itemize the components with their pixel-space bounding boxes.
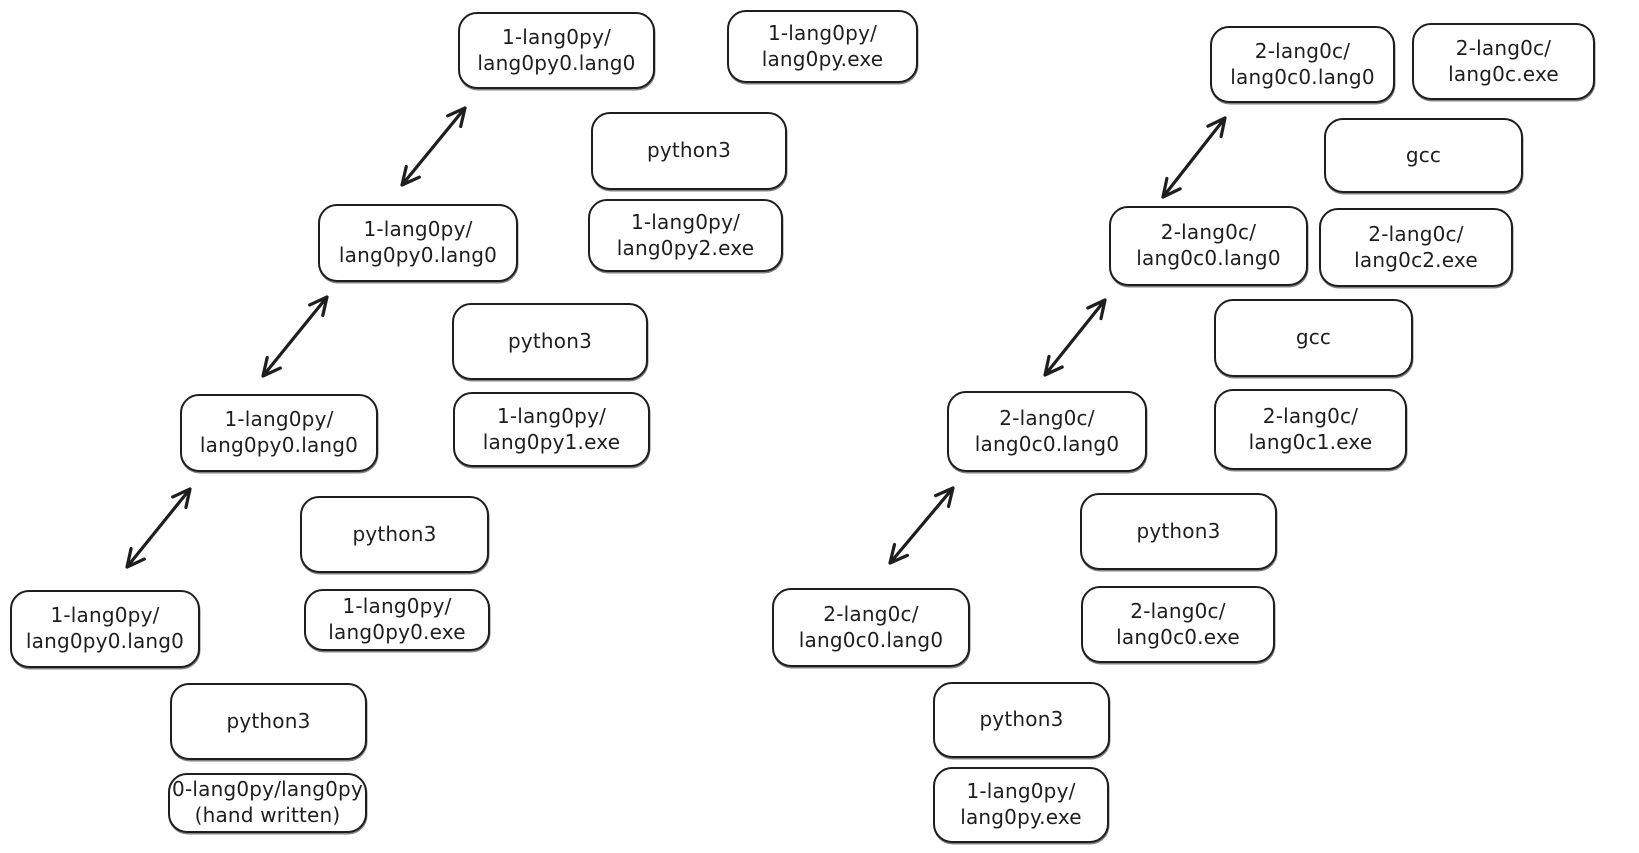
node-c-exe-1: 2-lang0c/lang0c1.exe (1214, 389, 1407, 470)
node-py-python3-1: python3 (300, 496, 489, 573)
node-label-line: 1-lang0py/ (363, 217, 473, 242)
node-label-line: lang0c2.exe (1354, 247, 1478, 272)
node-label-line: python3 (1136, 518, 1221, 543)
node-label-line: 1-lang0py/ (966, 779, 1076, 804)
node-py-exe-2: 1-lang0py/lang0py2.exe (588, 199, 783, 272)
node-label-line: lang0py1.exe (482, 429, 621, 454)
node-c-exe-0: 2-lang0c/lang0c0.exe (1081, 586, 1275, 663)
node-label-line: 1-lang0py/ (501, 24, 612, 49)
node-c-python3-1: python3 (1080, 493, 1277, 570)
node-c-python3-0: python3 (933, 682, 1110, 758)
node-label-line: 1-lang0py/ (342, 594, 452, 619)
node-label-line: lang0py.exe (960, 805, 1082, 829)
node-label-line: 1-lang0py/ (496, 403, 607, 428)
node-label-line: 2-lang0c/ (1254, 38, 1351, 63)
node-label-line: lang0py0.lang0 (338, 243, 498, 267)
node-label-line: lang0c1.exe (1248, 429, 1373, 454)
node-label-line: 1-lang0py/ (224, 407, 334, 432)
node-label-line: python3 (352, 521, 437, 546)
node-c-src-0: 2-lang0c/lang0c0.lang0 (772, 588, 970, 667)
node-label-line: 2-lang0c/ (999, 405, 1095, 430)
node-label-line: 2-lang0c/ (1160, 220, 1257, 245)
node-label-line: 2-lang0c/ (1368, 221, 1464, 246)
node-label-line: 1-lang0py/ (630, 209, 741, 234)
node-py-src-1: 1-lang0py/lang0py0.lang0 (180, 394, 378, 472)
node-c-exe-2: 2-lang0c/lang0c2.exe (1319, 208, 1513, 287)
node-label-line: python3 (646, 138, 732, 163)
node-label-line: 0-lang0py/lang0py (172, 777, 363, 802)
node-c-gcc-1: gcc (1214, 299, 1413, 377)
node-label-line: python3 (507, 328, 593, 353)
node-label-line: lang0c0.lang0 (798, 627, 944, 652)
double-arrow-c-arrow-1 (1043, 298, 1107, 377)
node-py-exe-0: 1-lang0py/lang0py0.exe (304, 589, 490, 651)
node-c-bootstrap-exe: 1-lang0py/lang0py.exe (933, 767, 1109, 843)
node-label-line: lang0py0.exe (328, 620, 466, 644)
double-arrow-py-arrow-1 (261, 295, 329, 378)
node-label-line: lang0c0.lang0 (974, 431, 1120, 456)
node-label-line: lang0py0.lang0 (199, 433, 359, 457)
node-label-line: lang0c0.lang0 (1136, 246, 1281, 270)
node-py-python3-2: python3 (452, 303, 648, 380)
node-label-line: 2-lang0c/ (1455, 35, 1552, 60)
node-label-line: lang0c0.exe (1116, 624, 1240, 649)
node-c-exe-final: 2-lang0c/lang0c.exe (1412, 23, 1595, 100)
node-label-line: lang0py2.exe (616, 235, 755, 260)
node-c-src-2: 2-lang0c/lang0c0.lang0 (1109, 206, 1308, 286)
node-label-line: (hand written) (194, 803, 341, 827)
node-label-line: 2-lang0c/ (1130, 598, 1226, 623)
node-py-src-0: 1-lang0py/lang0py0.lang0 (10, 590, 200, 668)
node-label-line: python3 (226, 708, 311, 733)
double-arrow-py-arrow-0 (125, 487, 192, 569)
node-label-line: lang0py.exe (761, 46, 884, 71)
node-py-hand-written: 0-lang0py/lang0py(hand written) (168, 773, 367, 833)
node-label-line: lang0py0.lang0 (25, 629, 185, 653)
node-c-src-3: 2-lang0c/lang0c0.lang0 (1210, 26, 1395, 103)
node-py-src-2: 1-lang0py/lang0py0.lang0 (318, 204, 518, 282)
double-arrow-c-arrow-2 (1161, 116, 1227, 199)
node-label-line: 2-lang0c/ (823, 601, 919, 626)
double-arrow-c-arrow-0 (888, 486, 955, 565)
node-py-src-3: 1-lang0py/lang0py0.lang0 (458, 12, 655, 89)
node-label-line: gcc (1405, 142, 1442, 167)
node-py-python3-3: python3 (591, 112, 787, 190)
node-c-src-1: 2-lang0c/lang0c0.lang0 (947, 391, 1147, 472)
node-label-line: lang0c.exe (1448, 61, 1559, 86)
node-py-exe-final: 1-lang0py/lang0py.exe (727, 10, 918, 83)
node-py-python3-0: python3 (170, 683, 367, 760)
node-label-line: 2-lang0c/ (1262, 403, 1359, 428)
node-label-line: gcc (1295, 325, 1332, 350)
node-c-gcc-2: gcc (1324, 118, 1523, 193)
node-label-line: lang0py0.lang0 (477, 50, 636, 75)
node-label-line: 1-lang0py/ (767, 20, 878, 45)
node-py-exe-1: 1-lang0py/lang0py1.exe (453, 392, 650, 467)
double-arrow-py-arrow-2 (400, 106, 467, 187)
node-label-line: lang0c0.lang0 (1230, 64, 1375, 89)
node-label-line: python3 (979, 707, 1064, 732)
node-label-line: 1-lang0py/ (50, 603, 160, 628)
